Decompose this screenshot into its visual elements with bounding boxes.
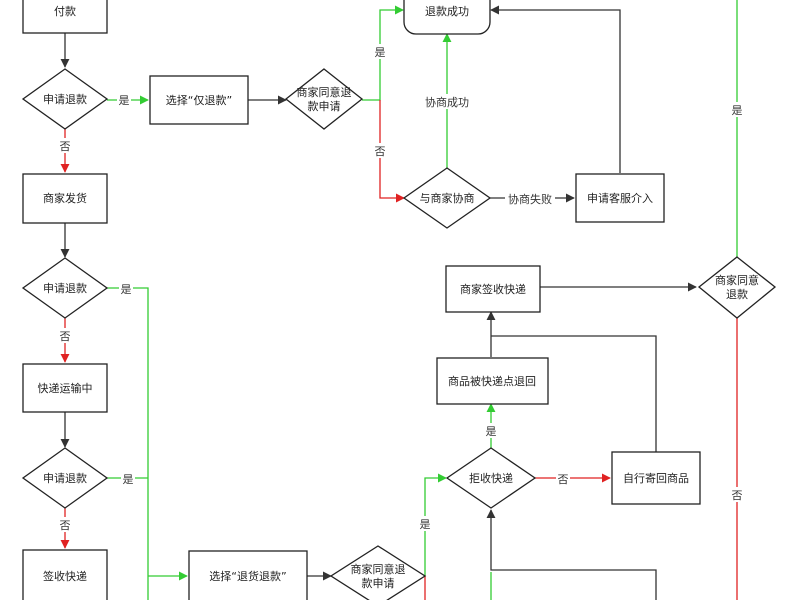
node-select-return-refund: 选择“退货退款” — [188, 550, 308, 600]
svg-text:退款: 退款 — [726, 287, 748, 301]
svg-text:款申请: 款申请 — [308, 99, 341, 113]
agree1-line1: 商家同意退 — [297, 85, 352, 99]
label-d1-yes: 是 — [119, 94, 130, 107]
node-returned-by-courier: 商品被快递点退回 — [436, 357, 549, 405]
svg-text:付款: 付款 — [54, 4, 76, 18]
edge-d2-yes — [107, 287, 149, 600]
node-merchant-sign: 商家签收快递 — [445, 265, 541, 313]
label-negotiate-fail: 协商失败 — [508, 192, 552, 206]
agree3-line2: 退款 — [726, 287, 748, 301]
label-agree3-yes: 是 — [732, 104, 743, 117]
decision-reject: 拒收快递 — [445, 447, 537, 509]
decision-negotiate: 与商家协商 — [402, 167, 492, 229]
svg-text:签收快递: 签收快递 — [43, 569, 87, 583]
label-d1-no: 否 — [60, 140, 71, 153]
decision-refund-3: 申请退款 — [21, 447, 109, 509]
decision-refund-1: 申请退款 — [21, 68, 109, 130]
node-pay: 付款 — [22, 0, 108, 34]
svg-text:自行寄回商品: 自行寄回商品 — [623, 471, 689, 485]
label-negotiate-ok: 协商成功 — [425, 95, 469, 109]
edge-self-to-merchantsign — [491, 335, 657, 452]
node-refund-success: 退款成功 — [403, 0, 491, 35]
node-in-transit: 快递运输中 — [22, 363, 108, 413]
label-agree1-yes: 是 — [375, 46, 386, 59]
decision-merchant-agree-2: 商家同意退 款申请 — [329, 545, 427, 600]
label-agree3-no: 否 — [732, 489, 743, 502]
label-d2-no: 否 — [60, 330, 71, 343]
node-merchant-ship: 商家发货 — [22, 173, 108, 224]
edge-bottom-up — [486, 509, 657, 600]
svg-text:申请客服介入: 申请客服介入 — [587, 191, 653, 205]
label-agree1-no: 否 — [375, 145, 386, 158]
decision-refund-2: 申请退款 — [21, 257, 109, 319]
svg-text:选择“退货退款”: 选择“退货退款” — [209, 569, 286, 583]
node-self-return: 自行寄回商品 — [611, 451, 701, 505]
svg-text:申请退款: 申请退款 — [43, 471, 87, 485]
label-d3-no: 否 — [60, 519, 71, 532]
edge-cs-to-success — [490, 5, 621, 173]
svg-text:选择“仅退款”: 选择“仅退款” — [166, 93, 232, 107]
agree3-line1: 商家同意 — [715, 273, 759, 287]
decision-merchant-agree-3: 商家同意 退款 — [697, 256, 777, 319]
svg-text:商家发货: 商家发货 — [43, 191, 87, 205]
svg-text:快递运输中: 快递运输中 — [38, 381, 93, 395]
svg-text:款申请: 款申请 — [362, 576, 395, 590]
decision-merchant-agree-1: 商家同意退 款申请 — [284, 68, 364, 130]
svg-text:商家同意退: 商家同意退 — [351, 562, 406, 576]
svg-text:申请退款: 申请退款 — [43, 92, 87, 106]
svg-text:商家签收快递: 商家签收快递 — [460, 282, 526, 296]
svg-text:退款成功: 退款成功 — [425, 4, 469, 18]
svg-text:商家同意退: 商家同意退 — [297, 85, 352, 99]
agree2-line1: 商家同意退 — [351, 562, 406, 576]
edge-agree1-no — [379, 100, 405, 203]
edge-agree2-yes — [424, 473, 447, 576]
svg-text:商家同意: 商家同意 — [715, 273, 759, 287]
label-agree2-yes: 是 — [420, 518, 431, 531]
node-select-refund-only: 选择“仅退款” — [149, 75, 249, 125]
label-reject-no: 否 — [558, 473, 569, 486]
node-customer-service: 申请客服介入 — [575, 173, 665, 223]
label-d2-yes: 是 — [121, 283, 132, 296]
agree1-line2: 款申请 — [308, 99, 341, 113]
label-reject-yes: 是 — [486, 425, 497, 438]
agree2-line2: 款申请 — [362, 576, 395, 590]
svg-text:商品被快递点退回: 商品被快递点退回 — [448, 374, 536, 388]
node-sign: 签收快递 — [22, 549, 108, 600]
label-d3-yes: 是 — [123, 473, 134, 486]
svg-text:拒收快递: 拒收快递 — [469, 471, 513, 485]
svg-text:与商家协商: 与商家协商 — [420, 191, 475, 205]
svg-text:申请退款: 申请退款 — [43, 281, 87, 295]
